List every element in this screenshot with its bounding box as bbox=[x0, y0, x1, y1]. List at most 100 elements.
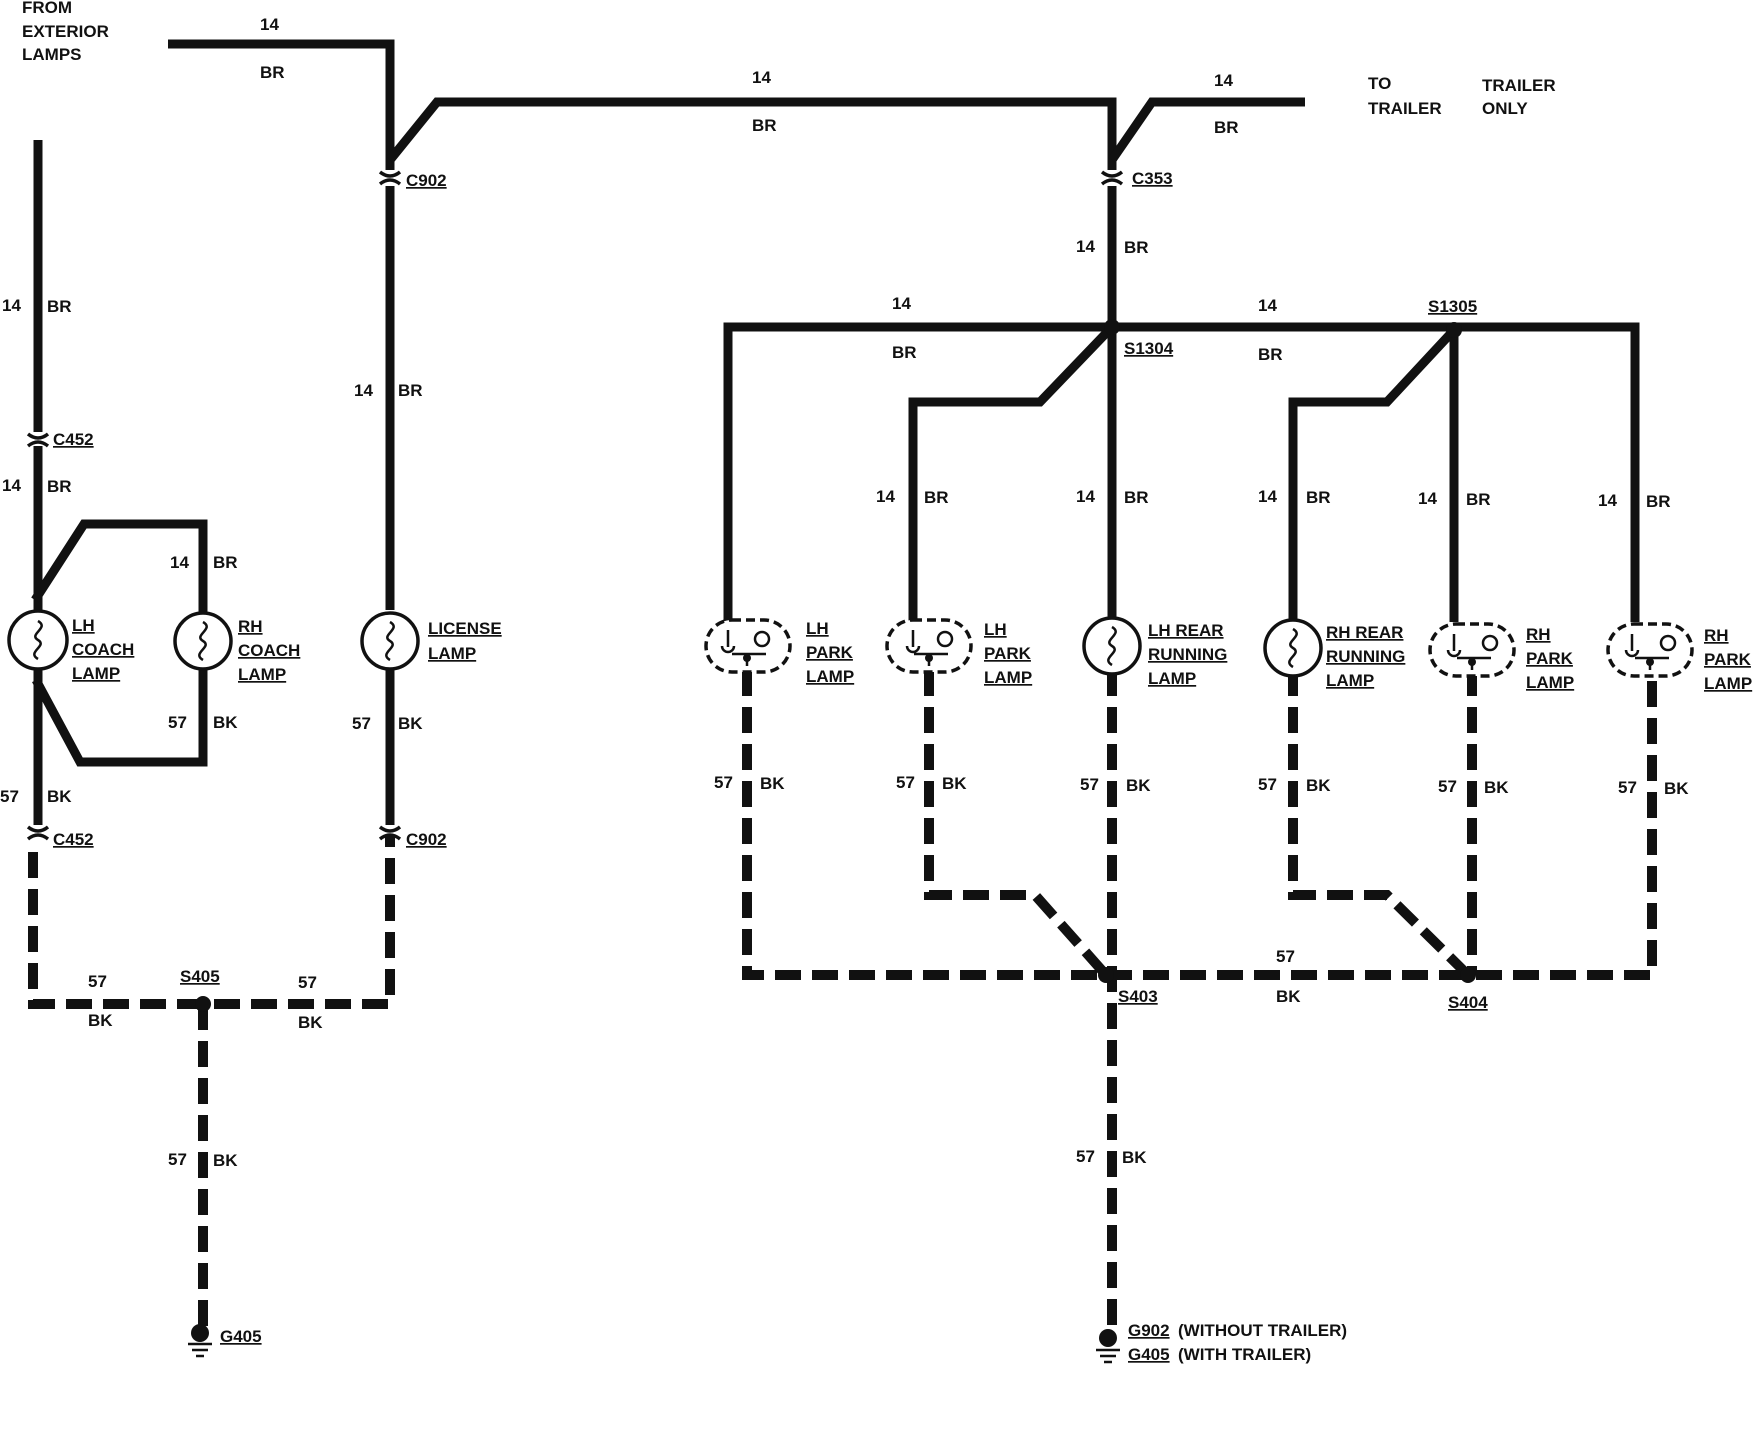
wire-color-label: BK bbox=[1664, 779, 1689, 798]
splice-s1304-label: S1304 bbox=[1124, 339, 1174, 358]
rh-park-lamp-2-label-line-3: LAMP bbox=[1704, 674, 1752, 693]
wire-from-exterior-lamps bbox=[168, 39, 395, 170]
connector-c353 bbox=[1100, 170, 1124, 186]
wire-lh-park-2-feed bbox=[908, 323, 1116, 622]
wire-color-label: BK bbox=[1276, 987, 1301, 1006]
connector-c902-top bbox=[378, 170, 402, 186]
splice-dots bbox=[195, 319, 1476, 1012]
rh-coach-lamp-label-line-3: LAMP bbox=[238, 665, 286, 684]
from-exterior-lamps-line-3: LAMPS bbox=[22, 45, 82, 64]
splice-s405-label: S405 bbox=[180, 967, 220, 986]
splice-s404-label: S404 bbox=[1448, 993, 1488, 1012]
ground-wires bbox=[28, 670, 1657, 1335]
from-exterior-lamps-line-1: FROM bbox=[22, 0, 72, 17]
rh-park-lamp-2-symbol bbox=[1606, 622, 1694, 678]
connector-c452-label-top: C452 bbox=[53, 430, 94, 449]
wire-gauge-label: 57 bbox=[1076, 1147, 1095, 1166]
wire-gauge-label: 57 bbox=[1276, 947, 1295, 966]
trailer-only-line-1: TRAILER bbox=[1482, 76, 1556, 95]
splice-s1305-dot bbox=[1446, 322, 1462, 338]
ground-g405-right-note: (WITH TRAILER) bbox=[1178, 1345, 1311, 1364]
wire-color-label: BR bbox=[47, 477, 72, 496]
connector-c452-bottom bbox=[26, 825, 50, 841]
rh-park-lamp-2-label-line-2: PARK bbox=[1704, 650, 1752, 669]
wire-rh-coach-ground bbox=[32, 670, 208, 767]
wire-bus-s403-s404 bbox=[1106, 670, 1657, 980]
connector-c452-top bbox=[26, 432, 50, 448]
lh-coach-lamp-symbol bbox=[7, 609, 69, 671]
splice-s1305-label: S1305 bbox=[1428, 297, 1477, 316]
wire-color-label: BK bbox=[1306, 776, 1331, 795]
lh-park-lamp-2-label-line-3: LAMP bbox=[984, 668, 1032, 687]
wire-gauge-label: 14 bbox=[260, 15, 279, 34]
license-lamp-label-line-2: LAMP bbox=[428, 644, 476, 663]
wire-color-label: BK bbox=[213, 1151, 238, 1170]
wire-gauge-label: 14 bbox=[892, 294, 911, 313]
wire-color-label: BR bbox=[892, 343, 917, 362]
wire-gauge-label: 14 bbox=[1214, 71, 1233, 90]
connectors bbox=[26, 170, 1124, 841]
to-trailer-line-2: TRAILER bbox=[1368, 99, 1442, 118]
lamp-symbols bbox=[7, 609, 1694, 678]
connector-c452-label-bottom: C452 bbox=[53, 830, 94, 849]
wire-color-label: BK bbox=[760, 774, 785, 793]
rh-coach-lamp-symbol bbox=[173, 611, 233, 671]
ground-g902-g405-right-symbol bbox=[1096, 1329, 1120, 1364]
lh-park-lamp-2-label-line-1: LH bbox=[984, 620, 1007, 639]
wire-lh-park-2-ground bbox=[924, 670, 1110, 979]
wire-rh-coach-feed bbox=[31, 519, 208, 612]
wire-gauge-label: 57 bbox=[168, 1150, 187, 1169]
wire-gauge-label: 57 bbox=[1080, 775, 1099, 794]
splice-s1304-dot bbox=[1104, 319, 1120, 335]
ground-g405-left-symbol bbox=[188, 1324, 212, 1358]
lh-park-lamp-1-label-line-1: LH bbox=[806, 619, 829, 638]
lh-park-lamp-1-label-line-3: LAMP bbox=[806, 667, 854, 686]
wire-gauge-label: 14 bbox=[354, 381, 373, 400]
ground-g902-note: (WITHOUT TRAILER) bbox=[1178, 1321, 1347, 1340]
lh-rear-running-lamp-label-line-1: LH REAR bbox=[1148, 621, 1224, 640]
ground-g902-label: G902 bbox=[1128, 1321, 1170, 1340]
wire-color-label: BR bbox=[213, 553, 238, 572]
wire-rh-rear-running-feed bbox=[1288, 326, 1458, 622]
wire-color-label: BR bbox=[1306, 488, 1331, 507]
wire-color-label: BK bbox=[298, 1013, 323, 1032]
wire-gauge-label: 14 bbox=[752, 68, 771, 87]
wire-gauge-label: 14 bbox=[170, 553, 189, 572]
lh-rear-running-lamp-label-line-2: RUNNING bbox=[1148, 645, 1227, 664]
rh-park-lamp-1-symbol bbox=[1428, 622, 1516, 678]
wire-color-label: BK bbox=[1122, 1148, 1147, 1167]
lh-coach-lamp-label-line-1: LH bbox=[72, 616, 95, 635]
lh-park-lamp-2-symbol bbox=[885, 618, 973, 674]
connector-c902-label-top: C902 bbox=[406, 171, 447, 190]
rh-park-lamp-1-label-line-3: LAMP bbox=[1526, 673, 1574, 692]
wire-color-label: BK bbox=[942, 774, 967, 793]
wire-bus-s1304 bbox=[723, 322, 1640, 622]
wire-gauge-label: 14 bbox=[1418, 489, 1437, 508]
wire-gauge-label: 14 bbox=[1076, 237, 1095, 256]
wire-gauge-label: 57 bbox=[1258, 775, 1277, 794]
ground-symbols bbox=[188, 1324, 1120, 1364]
wire-gauge-label: 57 bbox=[298, 973, 317, 992]
wire-color-label: BR bbox=[1124, 238, 1149, 257]
wire-gauge-label: 57 bbox=[1438, 777, 1457, 796]
wire-color-label: BR bbox=[1466, 490, 1491, 509]
lh-park-lamp-1-label-line-2: PARK bbox=[806, 643, 854, 662]
rh-rear-running-lamp-symbol bbox=[1263, 618, 1323, 678]
ground-g405-left-label: G405 bbox=[220, 1327, 262, 1346]
wire-color-label: BR bbox=[1214, 118, 1239, 137]
wire-gauge-label: 14 bbox=[2, 296, 21, 315]
wire-color-label: BK bbox=[213, 713, 238, 732]
wire-color-label: BR bbox=[1124, 488, 1149, 507]
wire-gauge-label: 57 bbox=[1618, 778, 1637, 797]
wire-color-label: BK bbox=[47, 787, 72, 806]
lh-coach-lamp-label-line-2: COACH bbox=[72, 640, 134, 659]
wire-left-ground-loop bbox=[28, 835, 395, 1009]
ground-g405-right-label: G405 bbox=[1128, 1345, 1170, 1364]
splice-s405-dot bbox=[195, 996, 211, 1012]
wire-gauge-label: 57 bbox=[896, 773, 915, 792]
wire-color-label: BR bbox=[398, 381, 423, 400]
wire-gauge-label: 14 bbox=[1598, 491, 1617, 510]
rh-park-lamp-2-label-line-1: RH bbox=[1704, 626, 1729, 645]
wire-color-label: BK bbox=[398, 714, 423, 733]
